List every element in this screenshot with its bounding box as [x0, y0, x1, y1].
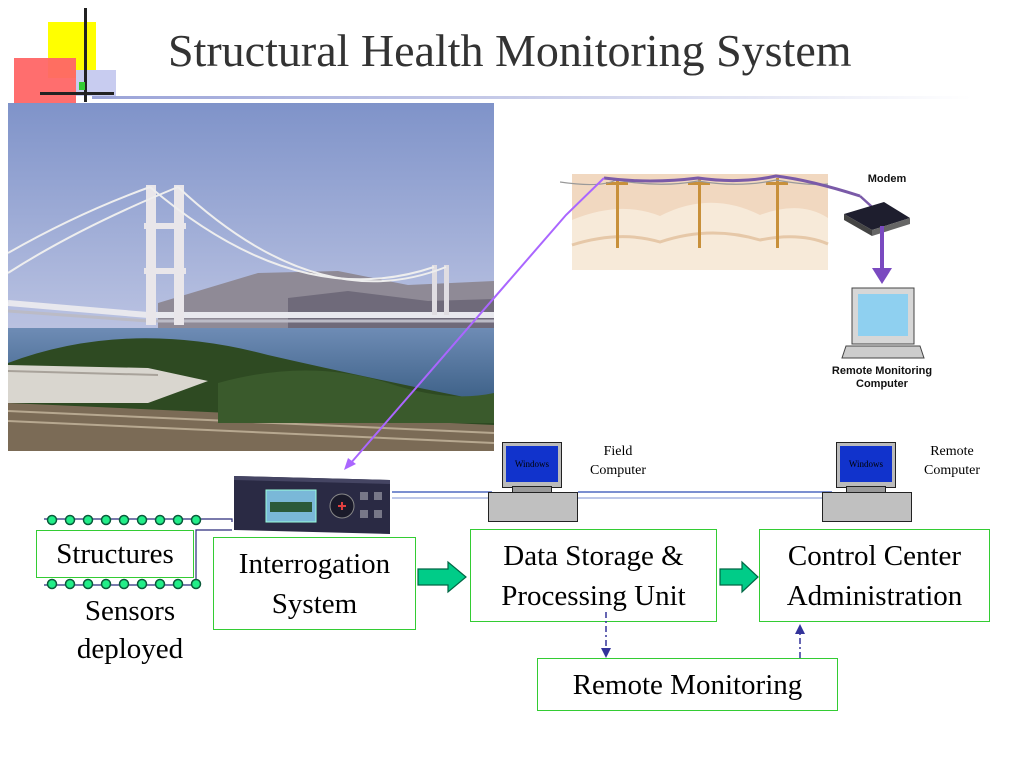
- field-computer-caption: Field Computer: [590, 444, 646, 478]
- sensor-beads-bottom: [46, 578, 202, 590]
- structures-box: Structures: [36, 530, 194, 578]
- remote-computer-caption: Remote Computer: [924, 444, 980, 478]
- field-computer-screen-text: Windows: [514, 459, 550, 469]
- remote-computer-screen-text: Windows: [848, 459, 884, 469]
- remote-monitoring-computer-label: Remote Monitoring Computer: [831, 365, 933, 390]
- remote-computer: Windows: [822, 440, 912, 522]
- corner-decoration: [14, 8, 116, 104]
- slide-title: Structural Health Monitoring System: [168, 25, 852, 76]
- remote-monitoring-box: Remote Monitoring: [537, 658, 838, 711]
- field-computer: Windows: [488, 440, 578, 522]
- control-center-administration-box: Control Center Administration: [759, 529, 990, 622]
- bridge-photo: [8, 103, 494, 451]
- data-storage-processing-box: Data Storage & Processing Unit: [470, 529, 717, 622]
- sensors-deployed-label: Sensors deployed: [76, 595, 184, 665]
- arrow-interrogation-to-storage: [417, 560, 467, 594]
- interrogation-system-box: Interrogation System: [213, 537, 416, 630]
- title-underline: [92, 96, 972, 99]
- modem-label: Modem: [867, 173, 907, 185]
- arrow-storage-to-control: [719, 560, 759, 594]
- interrogation-device: [234, 476, 390, 534]
- network-inset: [560, 174, 925, 359]
- sensor-beads-top: [46, 514, 202, 526]
